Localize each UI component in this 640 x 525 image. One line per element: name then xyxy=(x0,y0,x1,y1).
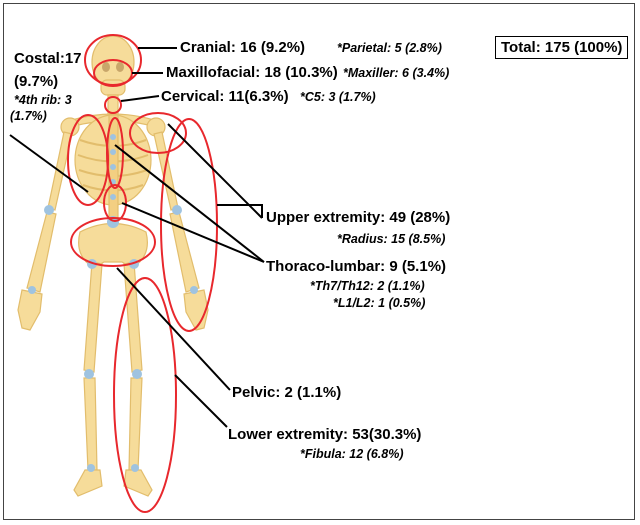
left-foot xyxy=(74,470,102,496)
maxillofacial-label: Maxillofacial: 18 (10.3%) xyxy=(166,64,338,81)
cervical-line xyxy=(121,96,159,101)
lower-extremity-label: Lower extremity: 53(30.3%) xyxy=(228,426,421,443)
maxillofacial-sub: *Maxiller: 6 (3.4%) xyxy=(343,66,449,80)
cervical-sub: *C5: 3 (1.7%) xyxy=(300,90,376,104)
thoraco-lumbar-sub-1: *Th7/Th12: 2 (1.1%) xyxy=(310,279,425,293)
costal-sub-pct: (1.7%) xyxy=(10,109,47,123)
left-femur xyxy=(84,262,102,372)
upper-extremity-label: Upper extremity: 49 (28%) xyxy=(266,209,450,226)
right-hand xyxy=(184,290,208,330)
upper-line-1 xyxy=(168,124,262,218)
lower-line xyxy=(175,375,227,427)
cervical-label: Cervical: 11(6.3%) xyxy=(161,88,289,105)
left-hand xyxy=(18,290,42,330)
thoraco-lumbar-sub-2: *L1/L2: 1 (0.5%) xyxy=(333,296,425,310)
upper-extremity-sub: *Radius: 15 (8.5%) xyxy=(337,232,445,246)
jaw xyxy=(101,80,125,95)
thoraco-lumbar-label: Thoraco-lumbar: 9 (5.1%) xyxy=(266,258,446,275)
costal-sub: *4th rib: 3 xyxy=(14,93,72,107)
right-tibia xyxy=(129,378,142,470)
cranial-sub: *Parietal: 5 (2.8%) xyxy=(337,41,442,55)
left-tibia xyxy=(84,378,97,470)
costal-title: Costal:17 xyxy=(14,50,82,67)
cranial-label: Cranial: 16 (9.2%) xyxy=(180,39,305,56)
costal-pct: (9.7%) xyxy=(14,73,58,90)
right-humerus xyxy=(154,132,178,210)
pelvic-label: Pelvic: 2 (1.1%) xyxy=(232,384,341,401)
total-label: Total: 175 (100%) xyxy=(495,36,628,59)
left-forearm xyxy=(27,212,56,292)
lower-extremity-sub: *Fibula: 12 (6.8%) xyxy=(300,447,404,461)
